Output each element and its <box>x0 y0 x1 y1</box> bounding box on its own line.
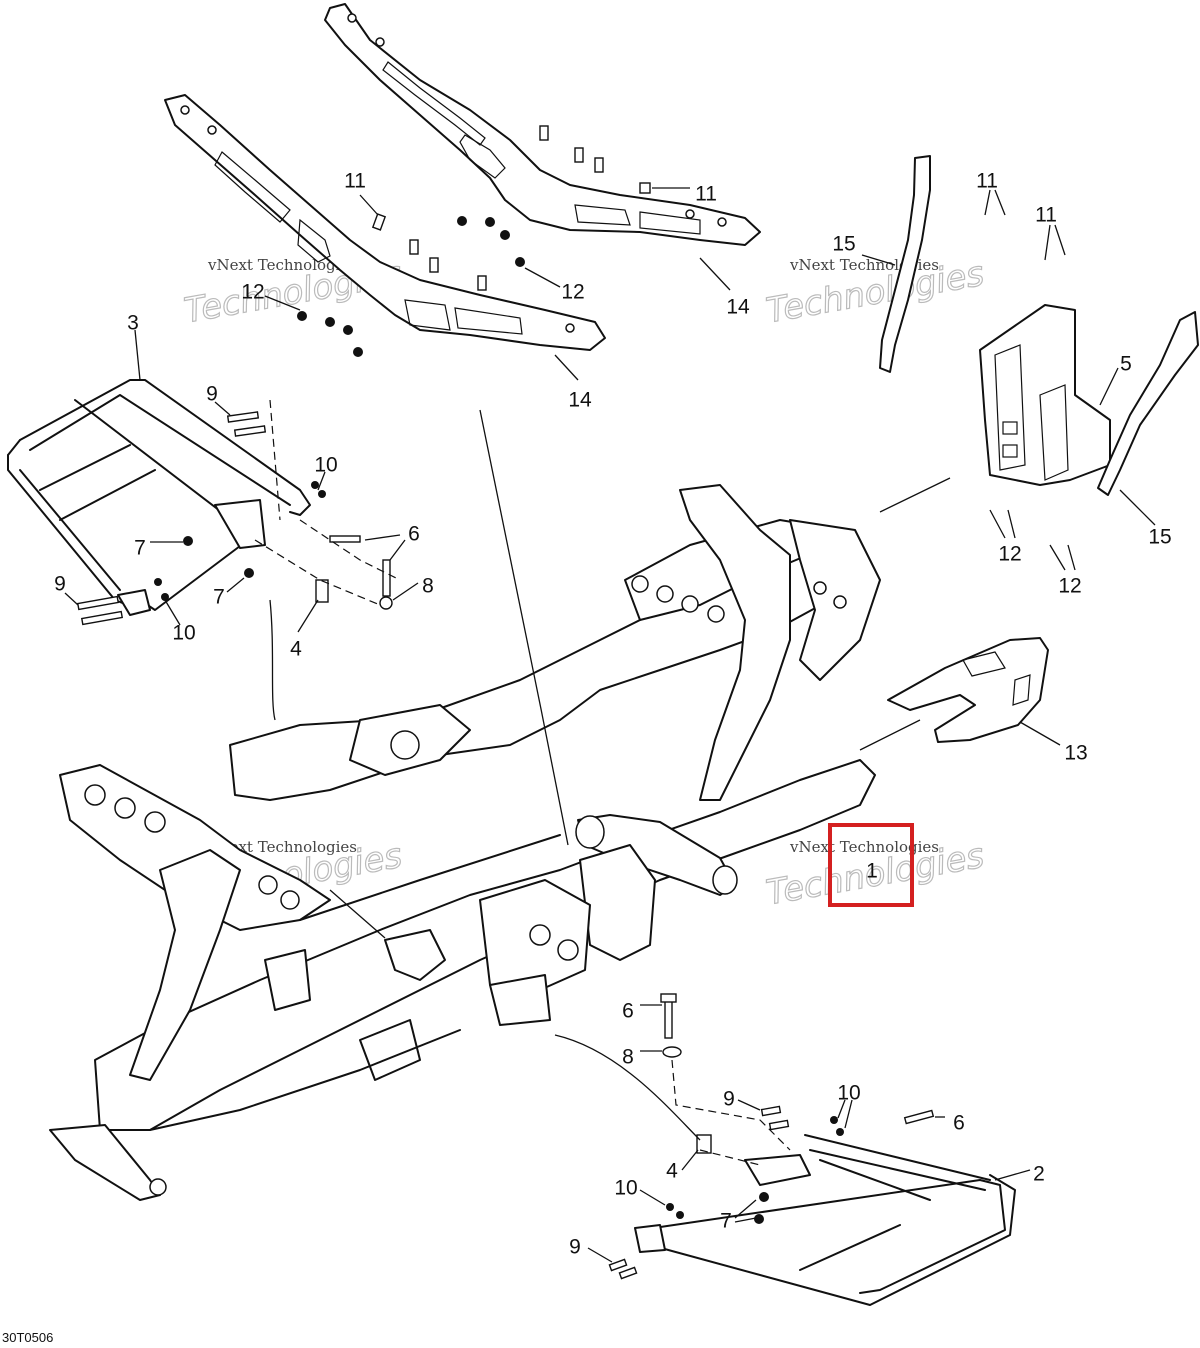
callout-c10c: 10 <box>837 1082 860 1105</box>
callout-c6a: 6 <box>408 523 420 546</box>
callout-c13: 13 <box>1064 742 1087 765</box>
part-13-bracket <box>887 637 1049 743</box>
callout-c11c: 11 <box>976 170 998 193</box>
callout-c11d: 11 <box>1035 204 1057 227</box>
callout-c11a: 11 <box>344 170 366 193</box>
part-3-rear-rack <box>7 379 311 616</box>
callout-leaders <box>64 187 1156 1263</box>
callout-c6c: 6 <box>953 1112 965 1135</box>
callout-c8b: 8 <box>622 1046 634 1069</box>
callout-c7a: 7 <box>134 537 146 560</box>
part-5-bracket <box>979 304 1111 486</box>
callout-c12d: 12 <box>1058 575 1081 598</box>
assembly-arrows <box>269 409 951 1141</box>
part-14-lower-brace <box>164 94 606 351</box>
callout-c7c: 7 <box>720 1210 732 1233</box>
callout-c7b: 7 <box>213 586 225 609</box>
diagram-code: 30T0506 <box>2 1330 53 1345</box>
part-15-strap-right <box>1097 311 1199 496</box>
callout-c14b: 14 <box>568 389 592 412</box>
callout-c9a: 9 <box>206 383 218 406</box>
callout-c2: 2 <box>1033 1163 1045 1186</box>
callout-c9c: 9 <box>723 1088 735 1111</box>
callout-c4a: 4 <box>290 638 302 661</box>
callout-c12c: 12 <box>998 543 1021 566</box>
callout-c12b: 12 <box>561 281 584 304</box>
highlight-box <box>828 823 914 907</box>
callout-c12a: 12 <box>241 281 264 304</box>
callout-c1: 1 <box>866 860 878 883</box>
callout-c3: 3 <box>127 312 139 335</box>
callout-c15a: 15 <box>832 233 855 256</box>
callout-c9d: 9 <box>569 1236 581 1259</box>
callout-c14a: 14 <box>726 296 750 319</box>
callout-c10a: 10 <box>314 454 337 477</box>
fastener-set-upper <box>297 125 651 357</box>
fastener-set-rack <box>76 411 393 626</box>
watermark-small-text: vNext Technologies <box>789 838 939 856</box>
callout-c10d: 10 <box>614 1177 637 1200</box>
callout-c5: 5 <box>1120 353 1132 376</box>
part-1-main-frame <box>49 484 881 1201</box>
callout-c15b: 15 <box>1148 526 1171 549</box>
callout-c8a: 8 <box>422 575 434 598</box>
callout-c9b: 9 <box>54 573 66 596</box>
watermark-small-text: vNext Technologies <box>207 256 357 274</box>
part-15-strap-left <box>879 155 931 373</box>
part-2-front-rack <box>634 1134 1016 1306</box>
callout-c6b: 6 <box>622 1000 634 1023</box>
callout-c10b: 10 <box>172 622 195 645</box>
frame-fasteners <box>608 993 935 1280</box>
part-14-upper-brace <box>324 3 761 246</box>
callout-c11b: 11 <box>695 183 717 206</box>
callout-c4b: 4 <box>666 1160 678 1183</box>
